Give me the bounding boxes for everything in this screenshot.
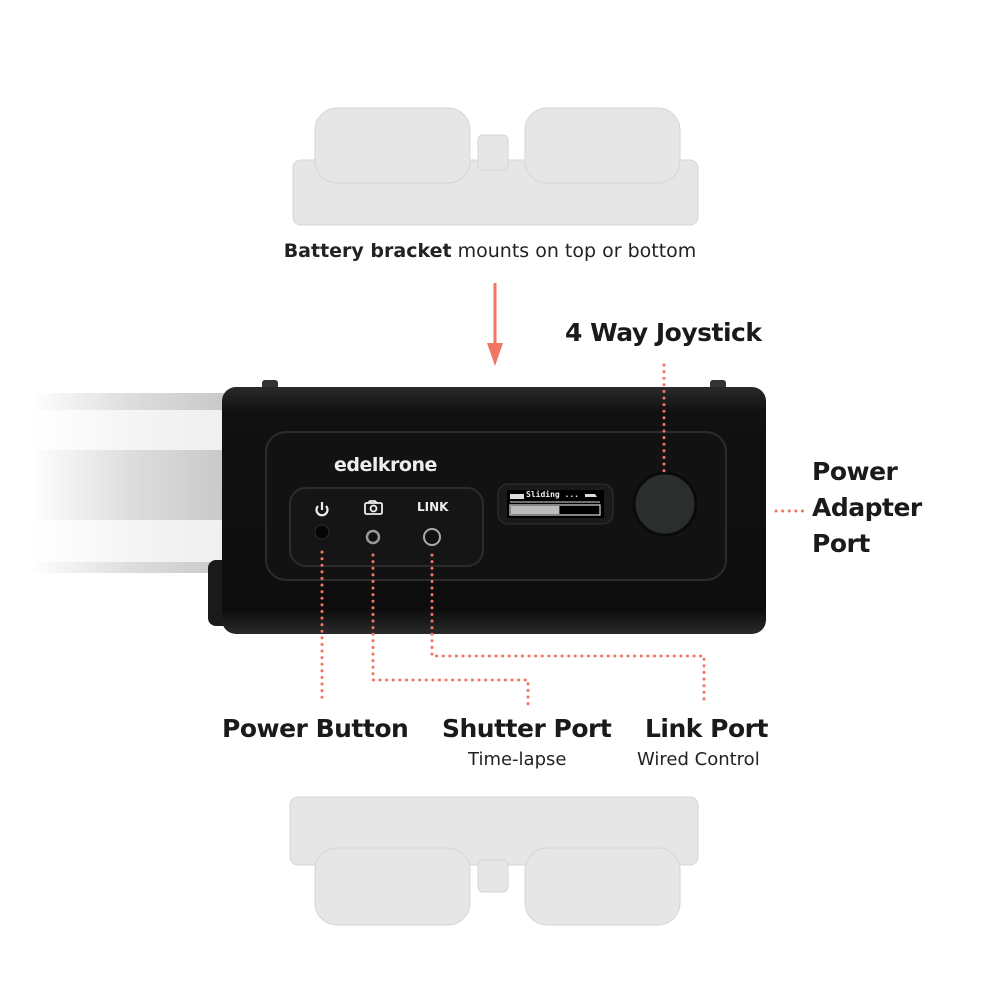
power-adapter-label-2: Adapter [812, 493, 922, 522]
power-adapter-label-1: Power [812, 457, 898, 486]
caption-bold: Battery bracket [283, 240, 452, 262]
slider-icon [585, 494, 597, 497]
joystick[interactable] [632, 471, 698, 537]
top-battery-bracket [292, 107, 699, 226]
slider-rail [30, 393, 230, 573]
link-port-jack[interactable] [423, 528, 441, 546]
link-label: LINK [417, 500, 449, 514]
battery-icon [510, 494, 524, 499]
link-port-sub: Wired Control [637, 749, 760, 770]
brand-logo: edelkrone [334, 454, 437, 476]
shutter-port-jack[interactable] [365, 529, 381, 545]
power-button[interactable] [314, 524, 330, 540]
leader-lines [320, 363, 806, 707]
power-button-label: Power Button [222, 714, 409, 743]
screen-text: Sliding ... [526, 490, 579, 499]
shutter-port-sub: Time-lapse [468, 749, 567, 770]
caption-rest: mounts on top or bottom [451, 240, 697, 262]
device-body [208, 380, 766, 634]
camera-icon [364, 500, 383, 515]
shutter-port-label: Shutter Port [442, 714, 612, 743]
link-port-label: Link Port [645, 714, 768, 743]
joystick-label: 4 Way Joystick [565, 318, 762, 347]
arrow-down-icon [487, 283, 503, 366]
power-icon [315, 502, 329, 517]
bottom-battery-bracket [289, 796, 699, 926]
bracket-caption: Battery bracket mounts on top or bottom [0, 240, 980, 262]
power-adapter-label-3: Port [812, 529, 870, 558]
screen-progress-fill [511, 506, 560, 514]
